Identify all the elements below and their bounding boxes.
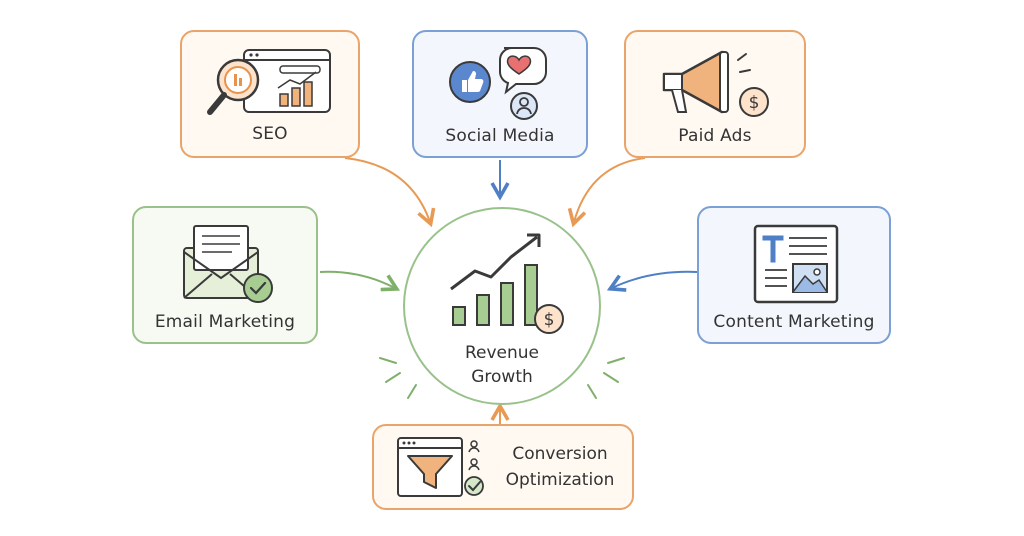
seo-search-analytics-icon xyxy=(207,49,331,115)
hub-line-2: Growth xyxy=(471,367,533,387)
content-marketing-card[interactable]: Content Marketing xyxy=(697,206,891,344)
social-media-label: Social Media xyxy=(445,126,555,146)
paid-ads-label: Paid Ads xyxy=(678,126,752,146)
email-marketing-label: Email Marketing xyxy=(154,312,296,332)
arrow-paid-to-center xyxy=(567,157,646,228)
arrow-email-to-center xyxy=(319,270,401,292)
content-document-icon xyxy=(753,224,839,304)
social-media-card[interactable]: Social Media xyxy=(412,30,588,158)
paid-ads-card[interactable]: $ Paid Ads xyxy=(624,30,806,158)
arrow-content-to-center xyxy=(606,270,698,292)
revenue-growth-chart-icon: $ xyxy=(450,233,564,334)
revenue-growth-hub: $ Revenue Growth xyxy=(403,207,601,405)
svg-text:$: $ xyxy=(749,93,760,113)
arrow-seo-to-center xyxy=(344,157,436,228)
conversion-funnel-icon xyxy=(397,437,484,497)
svg-text:$: $ xyxy=(544,310,555,330)
conversion-line-2: Optimization xyxy=(505,470,615,490)
email-envelope-icon xyxy=(183,225,273,303)
social-media-icon xyxy=(449,47,547,120)
hub-line-1: Revenue xyxy=(464,343,540,363)
seo-card[interactable]: SEO xyxy=(180,30,360,158)
conversion-optimization-card[interactable]: Conversion Optimization xyxy=(372,424,634,510)
seo-label: SEO xyxy=(252,124,288,144)
conversion-line-1: Conversion xyxy=(512,444,608,464)
megaphone-icon: $ xyxy=(662,50,769,117)
email-marketing-card[interactable]: Email Marketing xyxy=(132,206,318,344)
content-marketing-label: Content Marketing xyxy=(713,312,875,332)
